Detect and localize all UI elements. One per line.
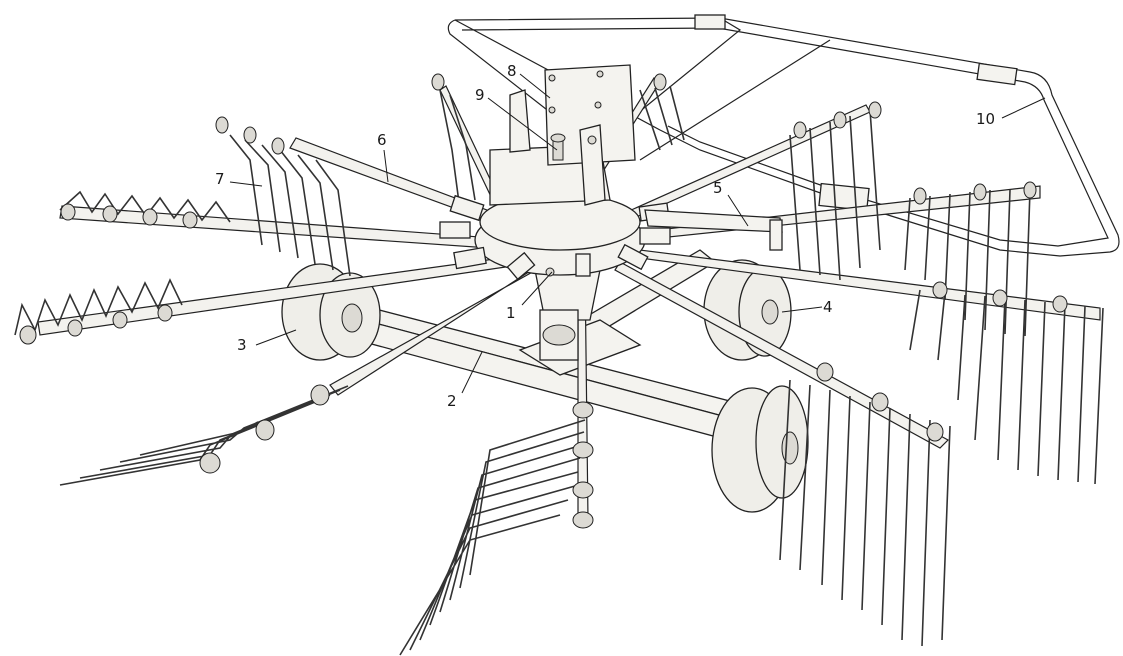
callout-7: 7 [215,170,225,188]
support-arm [644,209,783,251]
tine-sets [14,85,1104,656]
linkage-pin [550,133,566,161]
callout-3: 3 [237,336,247,354]
right-wheel [703,259,792,361]
callout-10: 10 [976,110,995,128]
callout-9: 9 [475,86,485,104]
callout-4: 4 [823,298,833,316]
callout-8: 8 [507,62,517,80]
tine-coils [19,73,1068,529]
headstock [489,64,636,206]
front-wheel [711,385,809,513]
callouts: 1 2 3 4 5 6 7 8 9 10 [215,62,1046,410]
callout-2: 2 [447,392,457,410]
callout-1: 1 [506,304,516,322]
callout-6: 6 [377,131,387,149]
callout-5: 5 [713,179,723,197]
